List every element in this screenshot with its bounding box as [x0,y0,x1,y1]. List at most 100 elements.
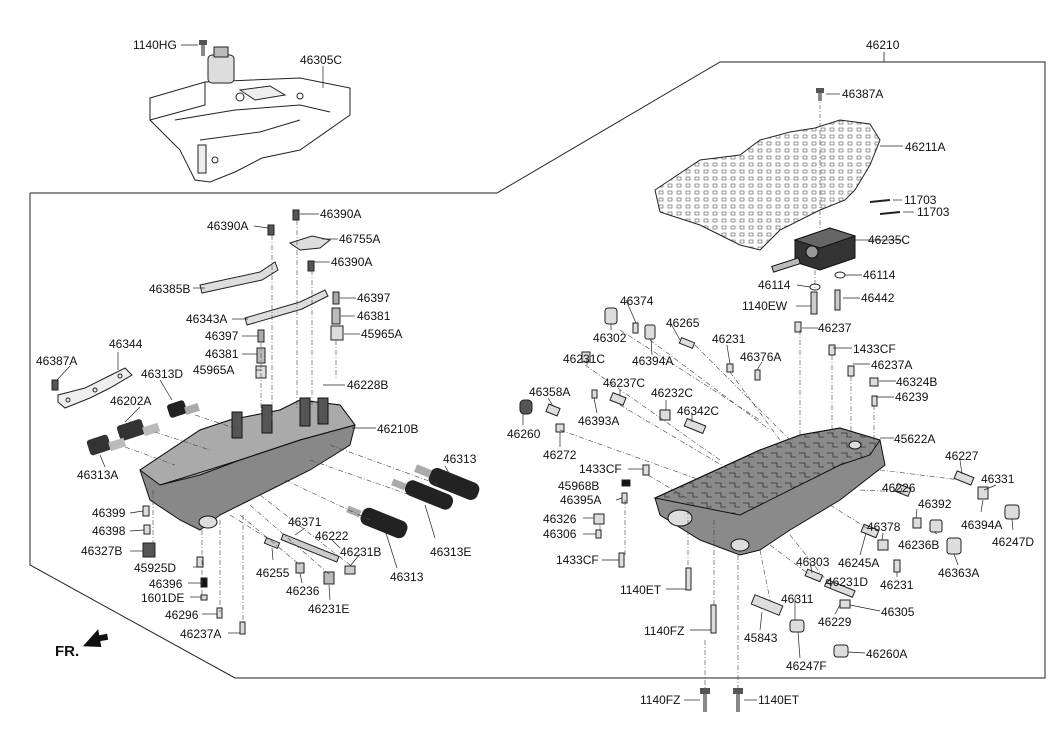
gasket-46344 [57,367,133,409]
part-label: 46358A [529,385,571,399]
solenoid-46313d [167,400,200,418]
part-label: 46324B [896,375,938,389]
part-label: 46342C [677,404,720,418]
part-label: 46236B [898,538,940,552]
part-label: 46210B [377,422,419,436]
part-label: 1140ET [758,693,800,707]
part-label: 46265 [666,316,700,330]
part-label: 46272 [543,448,577,462]
bolt-1140fz-bottom [700,688,710,712]
part-label: 46313A [77,468,119,482]
part-label: 46394A [632,354,674,368]
bolt-1140hg [199,40,207,56]
part-label: 46237 [818,321,852,335]
part-label: 46237C [603,376,646,390]
part-label: 1433CF [579,462,622,476]
solenoid-46202a [116,419,161,441]
part-label: 46390A [320,207,362,221]
part-label: 46247F [786,659,827,673]
part-label: 46305C [300,53,343,67]
part-label: 46236 [286,584,320,598]
part-label: 46231C [563,352,606,366]
part-label: 45965A [193,363,235,377]
part-label: 46114 [863,268,896,282]
assembly-guide-lines [124,130,961,688]
part-label: 46231 [880,578,914,592]
part-label: 46313 [443,452,477,466]
part-label: 46755A [339,232,381,246]
front-direction-arrow [82,629,109,648]
part-label: 46228B [347,378,389,392]
part-label: 46296 [165,608,199,622]
assembly-boundary [29,61,1046,679]
part-label: 1140ET [620,583,662,597]
plate-46385b [199,235,332,294]
part-label: 46399 [92,506,126,520]
part-label: 46313E [430,545,472,559]
part-label: 46397 [205,329,239,343]
part-label: 46398 [92,524,126,538]
bolts-11703 [869,199,901,215]
part-label: 46442 [861,291,895,305]
part-label: 1140EW [742,299,788,313]
solenoid-block [771,227,857,273]
part-label: 46210 [866,38,900,52]
part-label: 46302 [593,331,627,345]
part-label: 46374 [620,294,654,308]
part-label: 46390A [207,219,249,233]
small-parts-mid [263,533,356,585]
front-direction-label: FR. [55,643,80,660]
part-label: 46393A [578,414,620,428]
part-label: 11703 [904,193,937,207]
part-label: 11703 [917,205,950,219]
upper-valve-body [139,397,356,531]
part-label: 46394A [961,518,1003,532]
part-label: 46231 [712,332,746,346]
part-label: 46237A [871,358,913,372]
part-label: 46343A [186,312,228,326]
part-label: 46231B [340,545,382,559]
part-label: 45968B [558,479,600,493]
small-parts-right [519,307,1020,658]
part-label: 46381 [205,347,239,361]
part-label: 1433CF [556,553,599,567]
part-label: 46326 [543,512,577,526]
part-label: 46260 [507,427,541,441]
plate-46343a [244,289,329,326]
part-label: 46255 [256,566,290,580]
part-label: 46237A [180,627,222,641]
part-label: 46260A [866,647,908,661]
part-label: 46305 [881,605,915,619]
part-label: 46378 [867,520,901,534]
top-cover-assembly [149,46,351,183]
part-label: 46311 [781,592,814,606]
part-label: 46235C [868,233,911,247]
part-label: 46363A [938,566,980,580]
part-label: 46303 [796,555,830,569]
part-label: 46202A [110,394,152,408]
part-label: 46376A [740,350,782,364]
part-label: 46247D [992,535,1035,549]
part-label: 46392 [918,497,952,511]
part-label: 45965A [361,327,403,341]
part-label: 46245A [838,556,880,570]
part-label: 46239 [895,390,929,404]
part-label: 45622A [894,432,936,446]
part-label: 46231E [308,602,350,616]
solenoid-46313a [86,434,127,456]
part-label: 46222 [315,529,349,543]
solenoids-46313-right [346,464,480,539]
part-label: 46313 [390,570,424,584]
part-label: 46114 [758,278,791,292]
part-label: 46313D [141,367,184,381]
part-label: 1140HG [133,38,177,52]
part-label: 45843 [744,631,778,645]
part-label: 46385B [149,282,191,296]
part-label: 46371 [288,515,322,529]
part-label: 46306 [543,527,577,541]
separator-plate [654,119,881,251]
lower-valve-body [653,427,886,556]
part-label: 46387A [36,354,78,368]
